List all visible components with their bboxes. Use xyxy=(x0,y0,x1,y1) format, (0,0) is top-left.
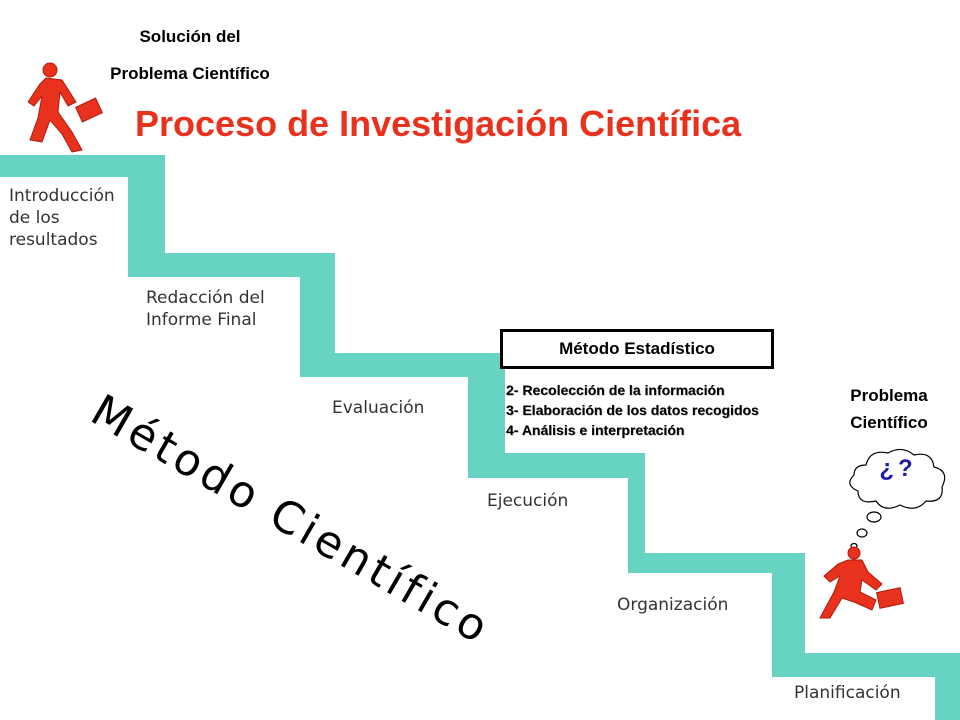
statistical-method-box: Método Estadístico xyxy=(500,329,774,369)
step-evaluacion: Evaluación xyxy=(332,398,425,418)
step-organizacion: Organización xyxy=(617,595,729,615)
step-redaccion: Redacción del Informe Final xyxy=(146,288,265,330)
problem-label: Problema Científico xyxy=(850,386,928,432)
statistical-step-item: 2- Recolección de la información xyxy=(506,382,725,398)
statistical-step-item: 4- Análisis e interpretación xyxy=(506,422,685,438)
running-businessman-icon xyxy=(28,62,104,153)
question-marks: ¿? xyxy=(879,455,917,482)
step-introduccion: Introducción de los resultados xyxy=(9,186,115,250)
step-planificacion: Planificación xyxy=(794,683,901,703)
solution-label: Solución del Problema Científico xyxy=(110,27,270,83)
statistical-step-item: 3- Elaboración de los datos recogidos xyxy=(506,402,759,418)
statistical-method-list: 2- Recolección de la información 3- Elab… xyxy=(506,380,759,440)
running-businessman-icon xyxy=(819,546,904,619)
staircase-shape xyxy=(0,155,960,720)
thought-bubble-icon xyxy=(849,448,946,550)
step-ejecucion: Ejecución xyxy=(487,491,569,511)
page-title: Proceso de Investigación Científica xyxy=(135,103,742,144)
statistical-method-title: Método Estadístico xyxy=(559,339,715,358)
